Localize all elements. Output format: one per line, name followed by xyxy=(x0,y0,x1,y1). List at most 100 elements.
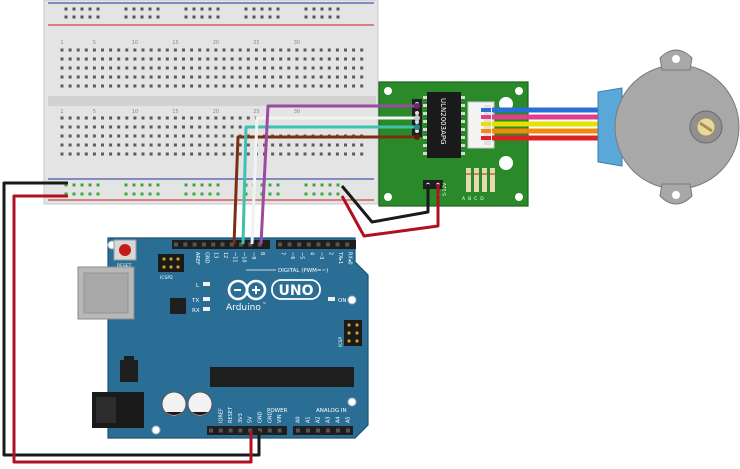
breadboard-hole xyxy=(117,66,121,70)
breadboard-hole xyxy=(335,57,339,61)
breadboard-hole xyxy=(238,116,242,120)
column-number: 30 xyxy=(294,109,300,115)
breadboard-hole xyxy=(132,7,136,11)
breadboard-hole xyxy=(141,84,145,88)
chip-leg xyxy=(423,152,427,155)
breadboard-hole xyxy=(303,48,307,52)
breadboard-hole xyxy=(182,125,185,129)
usb-connector xyxy=(77,266,135,320)
breadboard-hole xyxy=(157,84,161,88)
power-voltage-label: 5-12V xyxy=(442,182,448,196)
breadboard-hole xyxy=(295,152,299,156)
breadboard-hole xyxy=(352,152,356,156)
l-led-label: L xyxy=(196,283,200,289)
breadboard-hole xyxy=(92,125,96,129)
digital-header xyxy=(172,240,356,249)
breadboard-hole xyxy=(109,125,113,129)
digital-pin-label: 12 xyxy=(222,252,228,258)
breadboard-hole xyxy=(328,7,332,11)
breadboard-hole xyxy=(165,66,169,70)
breadboard-hole xyxy=(279,57,283,61)
breadboard-hole xyxy=(260,192,264,196)
rx-led-label: RX xyxy=(192,308,200,314)
breadboard-hole xyxy=(92,134,96,138)
breadboard-hole xyxy=(238,84,242,88)
breadboard-hole xyxy=(88,15,92,19)
arduino-logo xyxy=(227,279,267,301)
chip-leg xyxy=(461,96,465,99)
l-led xyxy=(203,282,210,286)
breadboard-hole xyxy=(230,125,234,129)
breadboard-hole xyxy=(96,183,100,187)
icsp2-label: ICSP2 xyxy=(160,275,173,281)
breadboard-hole xyxy=(360,57,364,61)
breadboard-hole xyxy=(133,125,137,129)
breadboard-hole xyxy=(68,57,72,61)
breadboard-hole xyxy=(311,75,315,79)
breadboard-hole xyxy=(101,143,104,147)
breadboard-hole xyxy=(214,143,218,147)
breadboard-hole xyxy=(263,66,266,70)
breadboard-hole xyxy=(335,152,339,156)
capacitor xyxy=(161,391,187,417)
uln2003-chip: ULN2003APG xyxy=(423,92,465,158)
on-led xyxy=(328,297,335,301)
breadboard-hole xyxy=(214,134,218,138)
breadboard-hole xyxy=(72,15,76,19)
breadboard-hole xyxy=(80,7,84,11)
breadboard-hole xyxy=(319,48,323,52)
breadboard-hole xyxy=(222,116,226,120)
column-number: 15 xyxy=(172,109,178,115)
breadboard-hole xyxy=(230,57,234,61)
breadboard-hole xyxy=(157,75,161,79)
breadboard-hole xyxy=(60,152,64,156)
breadboard-hole xyxy=(222,57,226,61)
power-pin-label: VIN xyxy=(277,414,283,423)
breadboard-hole xyxy=(216,15,220,19)
breadboard-hole xyxy=(230,143,234,147)
breadboard-hole xyxy=(254,57,258,61)
breadboard-hole xyxy=(157,116,161,120)
breadboard-hole xyxy=(109,75,113,79)
digital-pin-label: 7 xyxy=(280,252,286,255)
breadboard-hole xyxy=(68,75,72,79)
breadboard-hole xyxy=(80,183,84,187)
breadboard-hole xyxy=(287,48,291,52)
atmega-chip xyxy=(210,367,354,387)
breadboard-hole xyxy=(344,84,347,88)
breadboard-hole xyxy=(68,134,72,138)
breadboard-hole xyxy=(109,134,113,138)
driver-power-header xyxy=(423,180,443,189)
breadboard-hole xyxy=(149,48,153,52)
breadboard-hole xyxy=(190,48,194,52)
breadboard-hole xyxy=(311,66,315,70)
breadboard-hole xyxy=(263,57,266,61)
chip-leg xyxy=(423,128,427,131)
mounting-hole xyxy=(347,397,357,407)
breadboard-hole xyxy=(214,66,218,70)
breadboard-hole xyxy=(344,48,347,52)
breadboard-hole xyxy=(327,143,331,147)
breadboard-hole xyxy=(117,75,121,79)
bottom-power-rail-holes xyxy=(64,183,340,196)
breadboard-hole xyxy=(92,143,96,147)
reset-button[interactable] xyxy=(113,239,137,261)
breadboard-hole xyxy=(149,84,153,88)
breadboard-hole xyxy=(190,143,194,147)
header-pin xyxy=(306,242,311,247)
breadboard-hole xyxy=(222,66,226,70)
breadboard-hole xyxy=(328,183,332,187)
mounting-hole xyxy=(347,295,357,305)
breadboard-hole xyxy=(190,66,194,70)
breadboard-hole xyxy=(190,125,194,129)
breadboard-hole xyxy=(206,75,210,79)
breadboard-hole xyxy=(192,192,196,196)
breadboard-hole xyxy=(295,143,299,147)
breadboard-hole xyxy=(101,75,104,79)
analog-pin-label: A4 xyxy=(336,416,342,423)
breadboard-hole xyxy=(96,192,100,196)
breadboard-hole xyxy=(190,152,194,156)
breadboard-hole xyxy=(133,84,137,88)
header-pin xyxy=(278,242,282,247)
breadboard-hole xyxy=(124,183,128,187)
